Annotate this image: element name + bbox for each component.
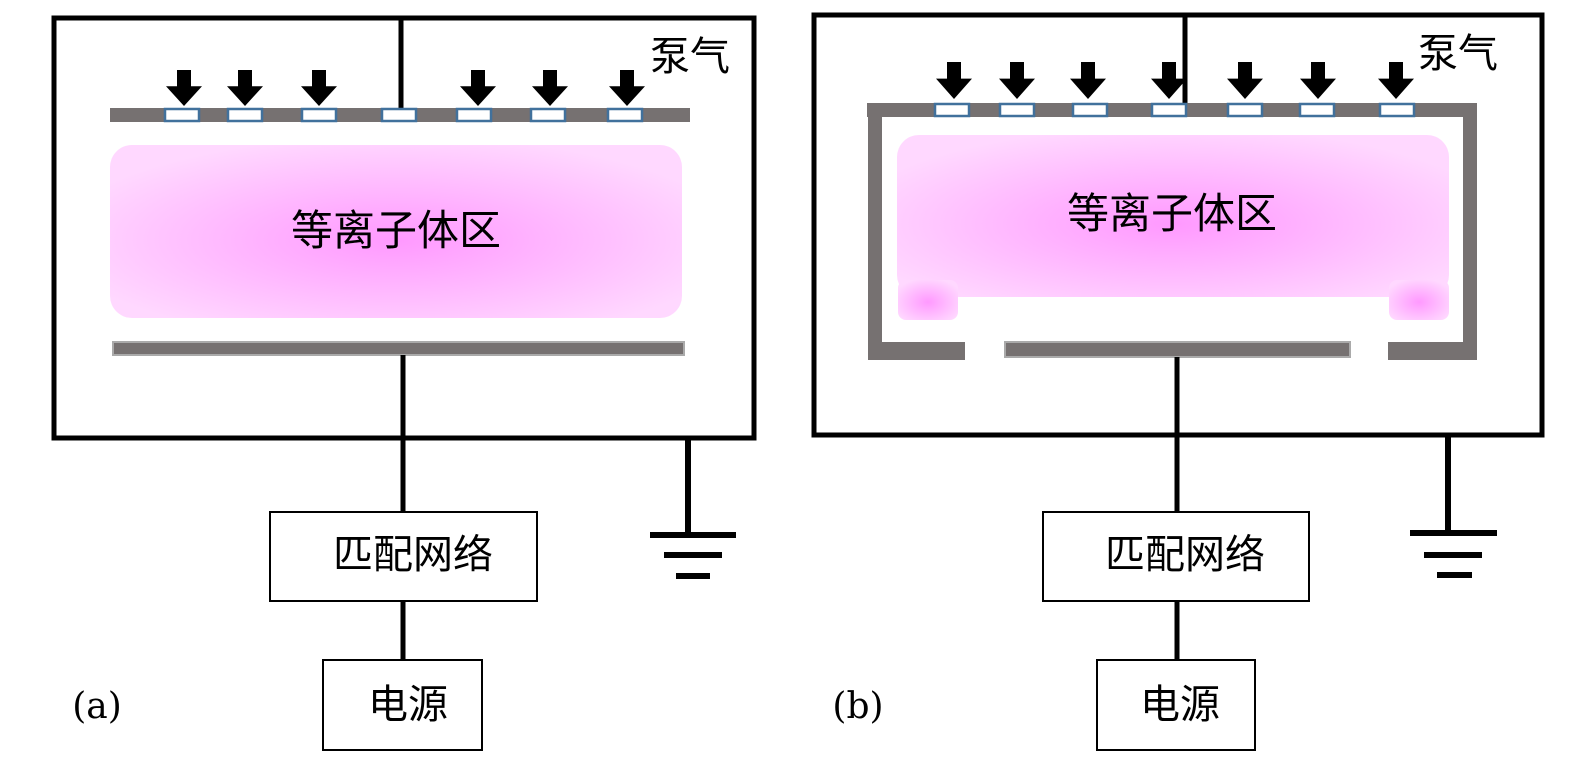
gas-inlet-window [998,102,1036,118]
pump-label: 泵气 [1418,31,1498,77]
plasma-region [110,145,682,318]
gas-inlet-window [1150,102,1188,118]
gas-inlet-window [455,107,493,123]
plasma-label: 等离子体区 [1067,189,1277,238]
down-arrow-icon [1070,62,1106,99]
power-supply-box [1096,659,1256,751]
pump-label: 泵气 [650,34,730,80]
power-supply-label: 电源 [1140,682,1220,728]
down-arrow-icon [1300,62,1336,99]
down-arrow-icon [166,70,202,106]
panel-label: (a) [72,686,122,727]
down-arrow-icon [1227,62,1263,99]
gas-inlet-window [300,107,338,123]
confinement-ring [868,117,1477,360]
plasma-label: 等离子体区 [291,206,501,255]
down-arrow-icon [936,62,972,99]
power-supply-box [322,659,483,751]
gas-inlet-window [529,107,567,123]
down-arrow-icon [227,70,263,106]
panel-b: 等离子体区 匹配网络 电源 泵气 (b) [811,12,1545,751]
gas-inlets [163,107,644,123]
gas-inlet-window [933,102,971,118]
down-arrow-icon [609,70,645,106]
down-arrow-icon [301,70,337,106]
gas-inlet-window [163,107,201,123]
gas-inlet-window [226,107,264,123]
bottom-electrode [112,341,685,356]
ground-icon [1410,435,1497,578]
gas-inlet-window [380,107,418,123]
gas-inlet-window [1226,102,1264,118]
down-arrow-icon [532,70,568,106]
matching-network-label: 匹配网络 [1105,532,1265,578]
gas-inlet-window [606,107,644,123]
power-supply-label: 电源 [368,682,448,728]
matching-network-label: 匹配网络 [333,532,493,578]
bottom-electrode [1004,341,1351,358]
panel-a: 等离子体区 匹配网络 电源 泵气 (a) [51,15,757,751]
matching-network-box [269,511,538,602]
gas-flow-arrows [936,62,1414,99]
down-arrow-icon [1151,62,1187,99]
down-arrow-icon [999,62,1035,99]
gas-inlet-window [1298,102,1336,118]
panel-label: (b) [832,686,883,727]
gas-inlets [933,102,1416,118]
gas-flow-arrows [166,70,645,106]
gas-inlet-window [1378,102,1416,118]
matching-network-box [1042,511,1310,602]
ground-icon [650,438,736,579]
down-arrow-icon [1378,62,1414,99]
down-arrow-icon [460,70,496,106]
gas-inlet-window [1071,102,1109,118]
plasma-region [897,135,1449,320]
